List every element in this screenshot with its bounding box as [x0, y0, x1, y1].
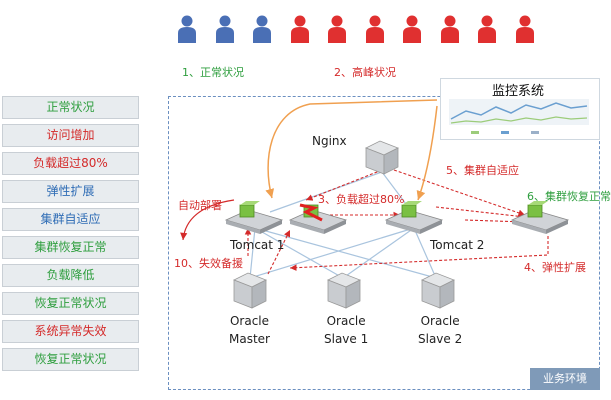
oracle-slave1-icon	[327, 272, 361, 309]
caption-peak: 2、高峰状况	[334, 66, 396, 79]
tomcat2-server-icon	[384, 201, 444, 234]
failover-label: 10、失效备援	[174, 257, 243, 270]
process-step-list: 正常状况访问增加负载超过80% 弹性扩展集群自适应集群恢复正常负载降低恢复正常状况…	[2, 96, 139, 376]
tomcat1-server-icon	[224, 201, 284, 234]
elastic-label: 4、弹性扩展	[524, 261, 586, 274]
user-icon	[364, 14, 386, 44]
tomcat2-label: Tomcat 2	[430, 238, 485, 252]
user-icon	[326, 14, 348, 44]
overload-label: 3、负载超过80%	[318, 193, 405, 206]
process-step: 集群自适应	[2, 208, 139, 231]
user-icon	[514, 14, 536, 44]
tomcat1-label: Tomcat 1	[230, 238, 285, 252]
process-step: 恢复正常状况	[2, 292, 139, 315]
user-icon	[439, 14, 461, 44]
process-step: 负载超过80%	[2, 152, 139, 175]
process-step: 弹性扩展	[2, 180, 139, 203]
process-step: 正常状况	[2, 96, 139, 119]
process-step: 恢复正常状况	[2, 348, 139, 371]
process-step: 负载降低	[2, 264, 139, 287]
monitoring-system-title: 监控系统	[492, 84, 545, 99]
user-icon	[476, 14, 498, 44]
adaptive-label: 5、集群自适应	[446, 164, 519, 177]
user-icon	[176, 14, 198, 44]
nginx-server-icon	[365, 140, 399, 175]
process-step: 集群恢复正常	[2, 236, 139, 259]
nginx-label: Nginx	[312, 134, 347, 148]
oracle-master-icon	[233, 272, 267, 309]
tomcat3-server-icon	[510, 201, 570, 234]
auto-deploy-label: 自动部署	[178, 199, 222, 212]
business-environment-frame	[168, 96, 600, 390]
user-icon	[401, 14, 423, 44]
business-environment-label: 业务环境	[530, 368, 600, 390]
process-step: 系统异常失效	[2, 320, 139, 343]
caption-normal: 1、正常状况	[182, 66, 244, 79]
tomcat1b-server-icon	[288, 203, 348, 234]
monitoring-panel	[440, 78, 600, 140]
user-icon	[214, 14, 236, 44]
users-row	[176, 14, 536, 46]
recover-label: 6、集群恢复正常	[527, 190, 611, 203]
process-step: 访问增加	[2, 124, 139, 147]
user-icon	[289, 14, 311, 44]
monitoring-chart-thumbnail	[449, 99, 589, 134]
oracle-slave2-icon	[421, 272, 455, 309]
user-icon	[251, 14, 273, 44]
